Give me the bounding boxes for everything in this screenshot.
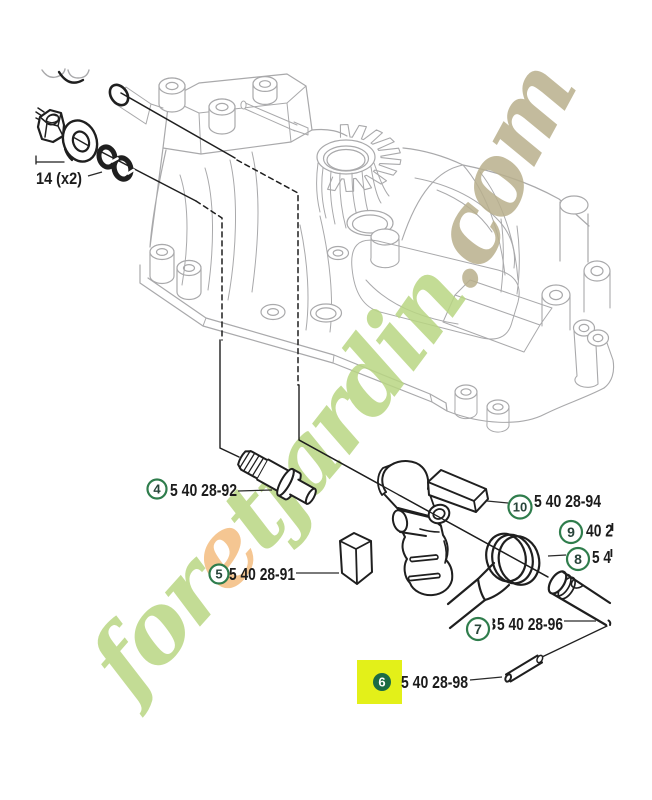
part-number-7-fragment: 3: [487, 614, 497, 634]
parts: [35, 70, 612, 683]
spring-drawing: [446, 532, 541, 630]
callout-4-circle[interactable]: [146, 478, 168, 500]
key-block-drawing: [339, 532, 373, 585]
part-number-9: 40 2: [586, 521, 613, 541]
shaft-drawing: [547, 570, 612, 627]
part-number-6: 5 40 28-98: [401, 672, 468, 692]
callout-10-circle[interactable]: [507, 494, 533, 520]
callout-4-number: 4: [153, 482, 161, 497]
label-14-text: 14 (x2): [36, 169, 82, 188]
pin-drawing: [504, 654, 544, 683]
housing-drawing: [41, 68, 615, 433]
part-number-8: 5 4: [592, 547, 611, 567]
part-number-10: 5 40 28-94: [534, 491, 601, 511]
part-number-9-clipped-fragment: [611, 523, 614, 531]
callout-9-circle[interactable]: [558, 519, 584, 545]
bolt-drawing: [237, 450, 317, 505]
callout-9-number: 9: [567, 524, 575, 540]
callout-7-number: 7: [474, 621, 482, 637]
leader-overlay: [298, 439, 549, 578]
o-ring-drawing: [96, 144, 135, 182]
cutoff-part-fragment: [57, 70, 85, 84]
part-number-7: 5 40 28-96: [497, 614, 563, 634]
part-number-4: 5 40 28-92: [170, 480, 237, 500]
part-number-5: 5 40 28-91: [229, 564, 295, 584]
washer-drawing: [61, 119, 99, 163]
callout-6-number: 6: [378, 675, 385, 690]
lever-drawing: [377, 460, 489, 597]
callout-8-number: 8: [574, 551, 582, 567]
hex-nut-drawing: [35, 107, 66, 144]
callout-8-circle[interactable]: [565, 546, 591, 572]
callout-7-circle[interactable]: [465, 616, 491, 642]
callout-10-number: 10: [513, 500, 527, 515]
part-number-8-clipped-fragment: [610, 549, 613, 557]
callout-5-circle[interactable]: [208, 563, 230, 585]
callout-leaders: [87, 171, 596, 681]
callouts: 14 (x2) 6 5 40 28-98 4 5 40 28-92 5 5 40 2…: [36, 169, 614, 704]
callout-6-badge[interactable]: [373, 673, 391, 691]
callout-5-number: 5: [215, 567, 222, 582]
